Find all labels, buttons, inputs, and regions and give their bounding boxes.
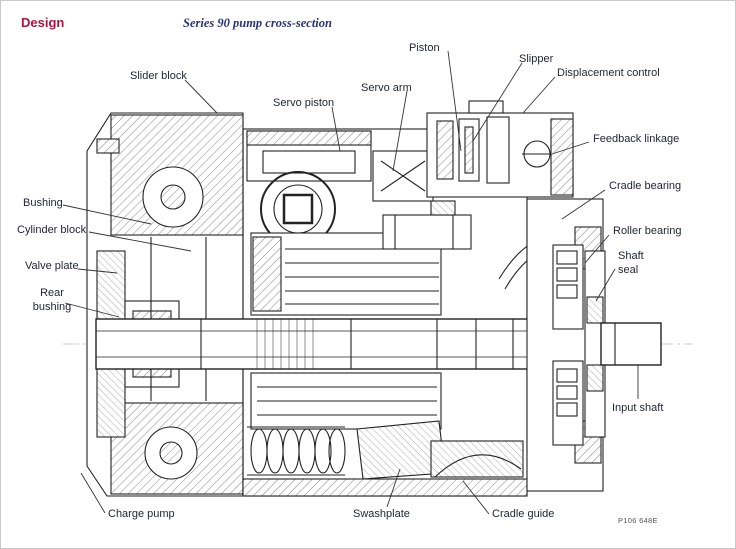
page-heading: Design [21, 15, 65, 30]
leader-cylinder-block [88, 231, 192, 252]
figure-code: P106 648E [618, 516, 658, 525]
leader-charge-pump [80, 472, 106, 514]
label-slider-block: Slider block [130, 70, 187, 82]
label-swashplate: Swashplate [353, 508, 410, 520]
label-cylinder-block: Cylinder block [17, 224, 87, 236]
label-input-shaft: Input shaft [612, 402, 664, 414]
leader-slider-block [184, 79, 218, 114]
leader-displacement-control [522, 76, 556, 114]
leader-rear-bushing [64, 302, 120, 318]
leader-shaft-seal [595, 268, 616, 302]
label-slipper: Slipper [519, 53, 554, 65]
label-shaft-seal: Shaft seal [618, 250, 644, 276]
label-servo-piston: Servo piston [273, 97, 335, 109]
leader-swashplate [386, 468, 401, 508]
leader-bushing [62, 204, 152, 225]
label-feedback-linkage: Feedback linkage [593, 133, 680, 145]
label-displacement-control: Displacement control [557, 67, 660, 79]
label-cradle-bearing: Cradle bearing [609, 180, 682, 192]
label-valve-plate: Valve plate [25, 260, 79, 272]
label-cradle-guide: Cradle guide [492, 508, 555, 520]
leader-cradle-guide [462, 480, 490, 515]
leader-roller-bearing [584, 234, 610, 264]
leader-valve-plate [77, 268, 118, 274]
label-rear-bushing: Rear bushing [32, 287, 72, 313]
label-bushing: Bushing [23, 197, 63, 209]
label-piston: Piston [409, 42, 440, 54]
label-charge-pump: Charge pump [108, 508, 175, 520]
leader-slipper [472, 62, 523, 142]
leader-cradle-bearing [561, 189, 606, 220]
leader-servo-piston [331, 106, 341, 152]
leader-piston [447, 50, 462, 152]
drawing-layer [63, 100, 693, 497]
label-roller-bearing: Roller bearing [613, 225, 682, 237]
leader-feedback-linkage [551, 141, 590, 155]
figure-title: Series 90 pump cross-section [183, 16, 332, 30]
label-servo-arm: Servo arm [361, 82, 412, 94]
callout-lines [62, 50, 639, 515]
leader-servo-arm [392, 90, 408, 172]
